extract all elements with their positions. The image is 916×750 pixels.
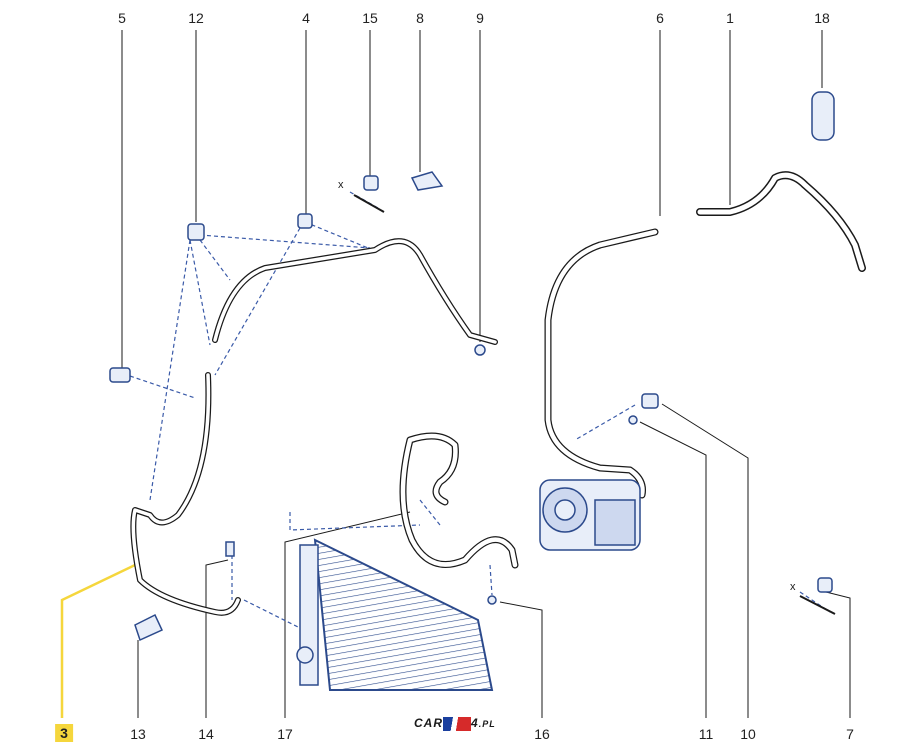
- part-7-nut: [817, 577, 833, 593]
- pipe-3: [130, 372, 241, 616]
- label-6: 6: [656, 10, 664, 26]
- refrigerant-pipes: [130, 171, 866, 616]
- part-4-clip: [297, 213, 313, 229]
- label-1: 1: [726, 10, 734, 26]
- part-10-switch: [641, 393, 659, 409]
- small-parts: [109, 91, 836, 642]
- label-9: 9: [476, 10, 484, 26]
- part-8-bracket: [410, 171, 444, 191]
- part-18-valve: [811, 91, 835, 141]
- condenser: [296, 538, 494, 691]
- part-5-switch: [109, 367, 131, 383]
- label-13: 13: [130, 726, 146, 742]
- part-15-nut: [363, 175, 379, 191]
- label-16: 16: [534, 726, 550, 742]
- label-5: 5: [118, 10, 126, 26]
- label-3: 3: [55, 724, 73, 742]
- part-16-bolt: [487, 595, 497, 605]
- label-14: 14: [198, 726, 214, 742]
- label-17: 17: [277, 726, 293, 742]
- part-11-bolt: [628, 415, 638, 425]
- logo-flag-icon: [443, 716, 471, 731]
- part-13-clip: [134, 613, 163, 642]
- part-14-bolt: [225, 541, 235, 557]
- logo-suffix: .PL: [478, 719, 496, 729]
- x-mark-right: x: [790, 581, 796, 593]
- label-12: 12: [188, 10, 204, 26]
- logo-text-right: 4: [471, 716, 479, 730]
- label-18: 18: [814, 10, 830, 26]
- compressor: [539, 479, 641, 551]
- logo-text-left: CAR: [414, 716, 443, 730]
- part-9-fitting: [474, 344, 486, 356]
- carfrance-logo: CAR 4.PL: [414, 716, 496, 731]
- x-mark-left: x: [338, 179, 344, 191]
- label-10: 10: [740, 726, 756, 742]
- label-11: 11: [698, 726, 714, 742]
- label-7: 7: [846, 726, 854, 742]
- label-8: 8: [416, 10, 424, 26]
- pipe-4: [212, 238, 498, 345]
- label-15: 15: [362, 10, 378, 26]
- label-4: 4: [302, 10, 310, 26]
- part-12-clip: [187, 223, 205, 241]
- leader-lines: [60, 30, 851, 718]
